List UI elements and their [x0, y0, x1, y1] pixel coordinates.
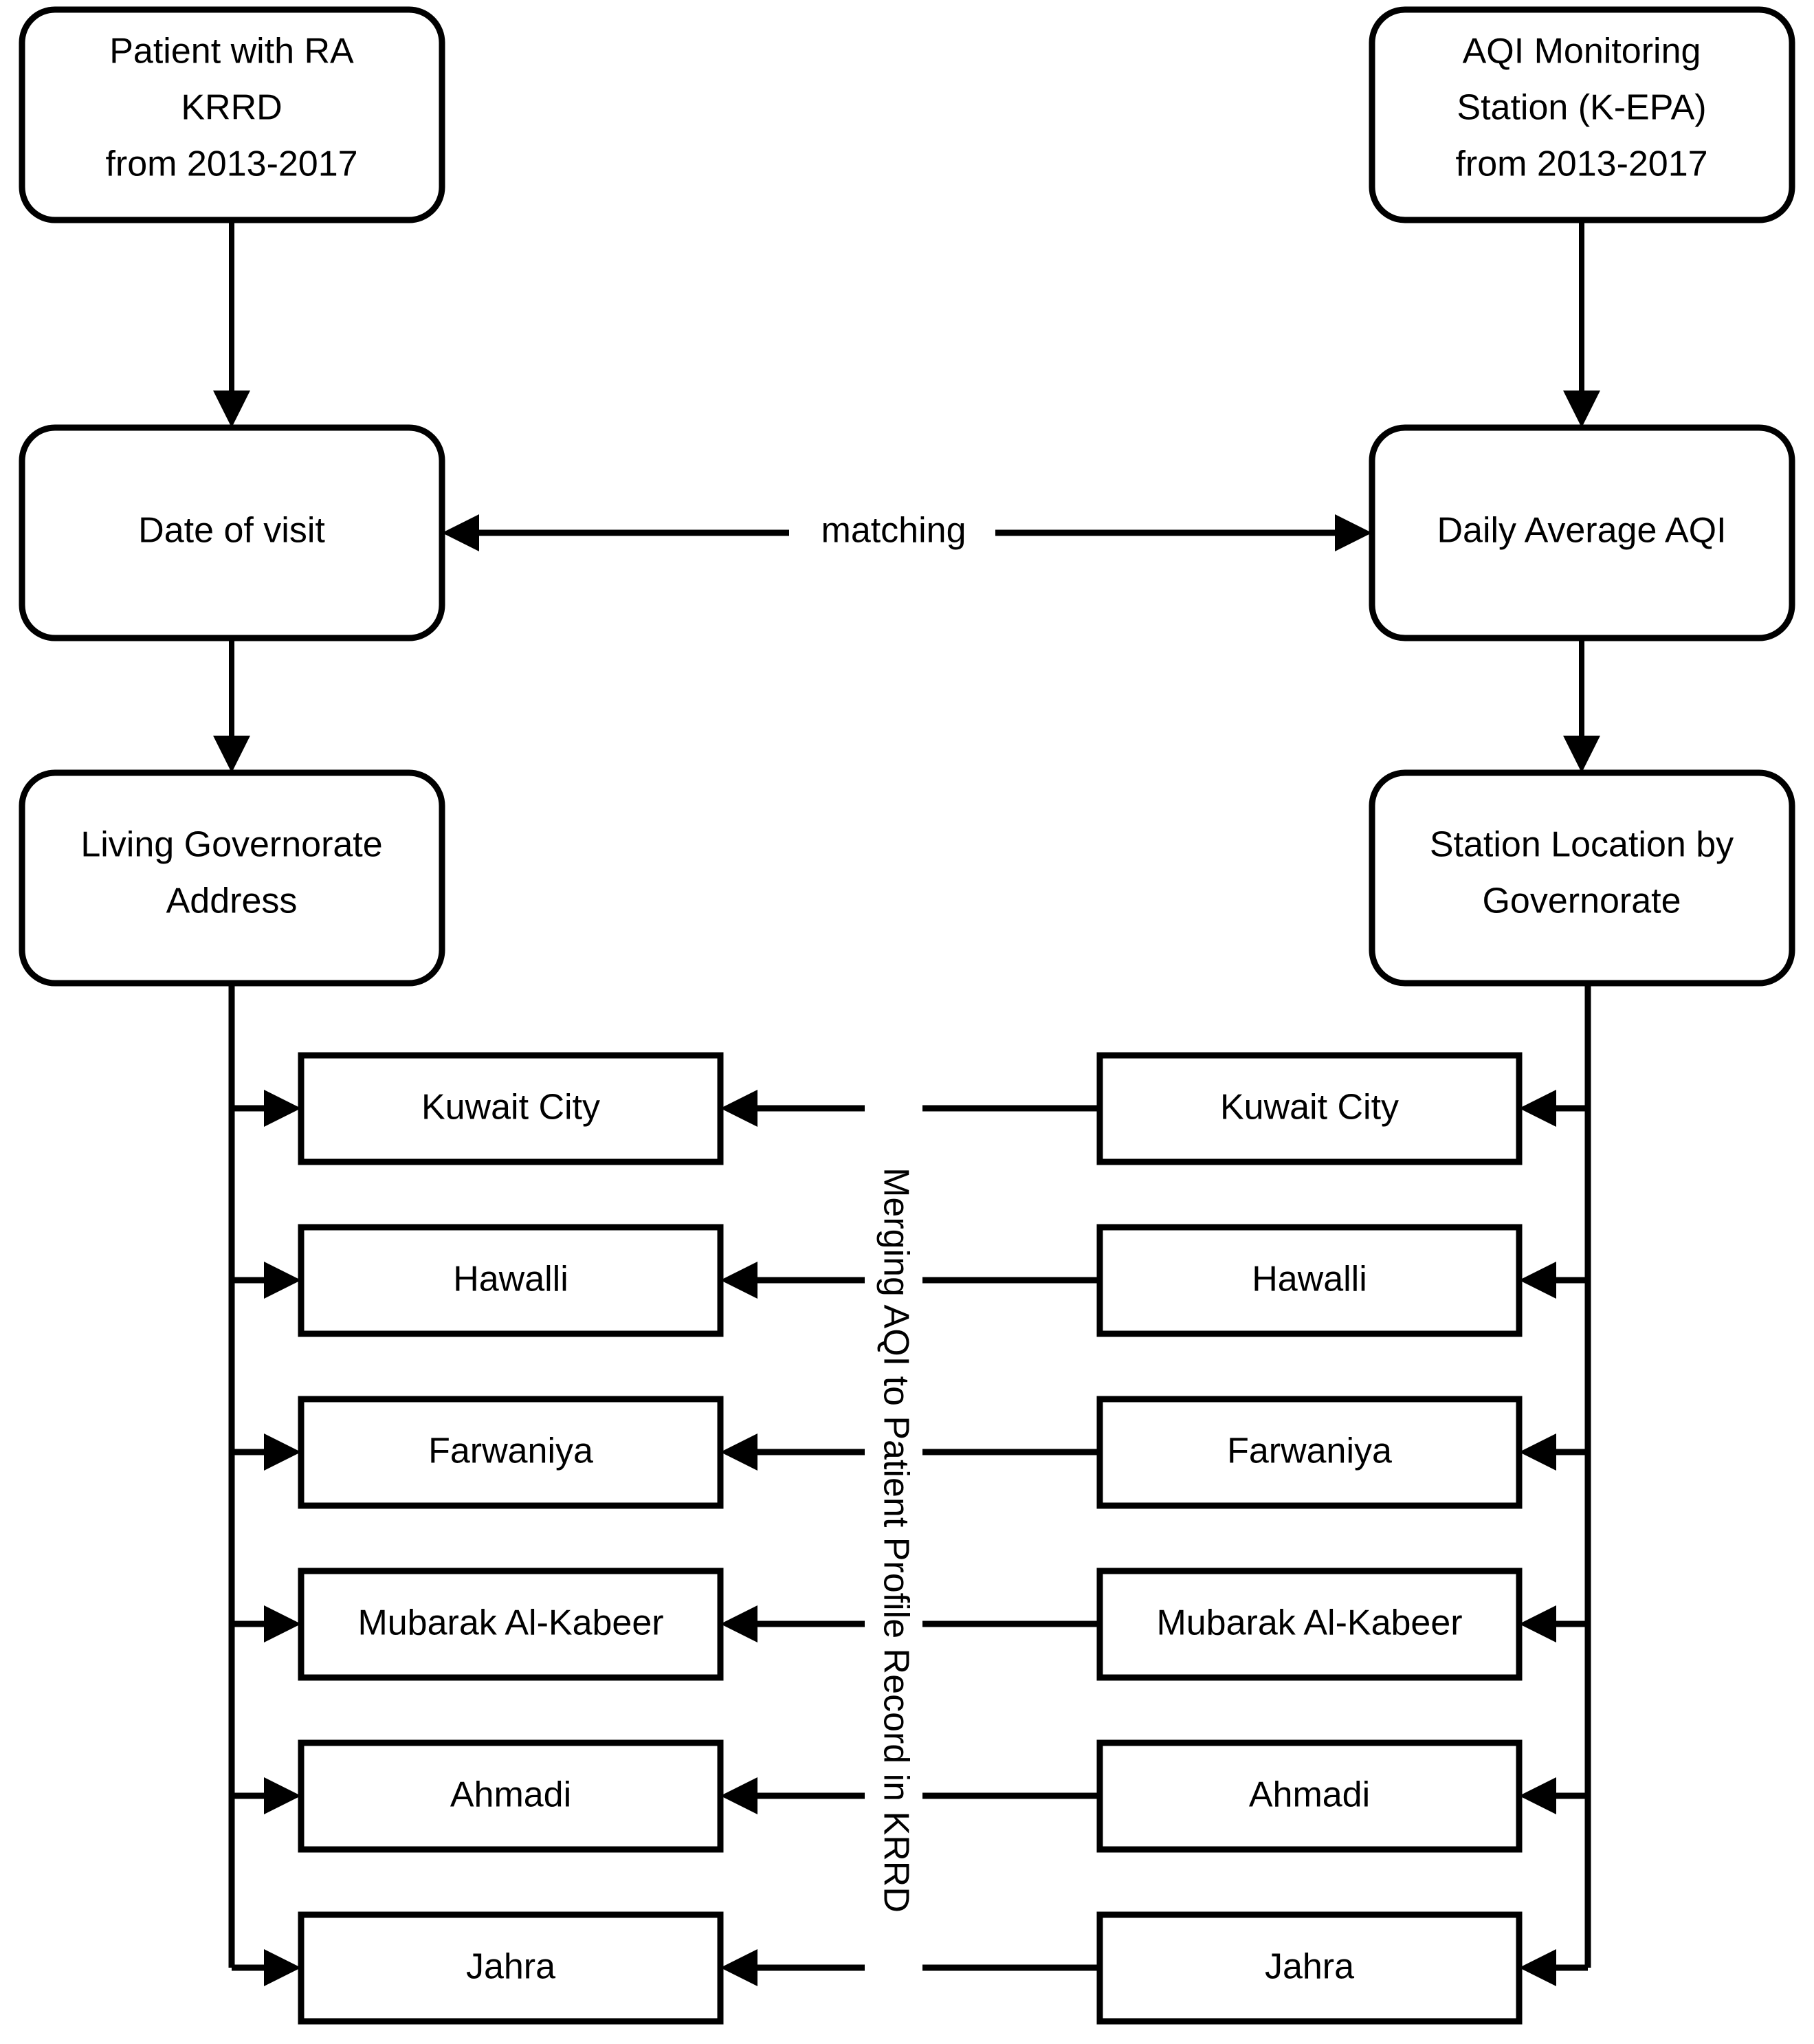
left-governorate-box[interactable] [298, 1224, 724, 1337]
arrowhead-left-icon [1519, 1433, 1556, 1471]
governorate-row: Jahra Jahra [232, 1911, 1588, 2025]
right-governorate-box[interactable] [1096, 1911, 1523, 2025]
arrowhead-down-icon [213, 391, 250, 428]
arrowhead-left-icon [442, 514, 479, 551]
arrowhead-left-icon [1519, 1262, 1556, 1299]
node-living-governorate-address-shape [19, 769, 445, 987]
arrowhead-right-icon [264, 1777, 301, 1814]
arrowhead-right-icon [264, 1433, 301, 1471]
node-patient-source-line-2: KRRD [181, 88, 282, 128]
arrowhead-down-icon [213, 736, 250, 773]
right-governorate-label: Farwaniya [1227, 1431, 1392, 1471]
arrowhead-left-icon [1519, 1605, 1556, 1642]
arrowhead-left-icon [720, 1262, 757, 1299]
arrowhead-right-icon [264, 1949, 301, 1986]
node-patient-source[interactable]: Patient with RA KRRD from 2013-2017 [19, 6, 445, 223]
left-governorate-box[interactable] [298, 1911, 724, 2025]
node-patient-source-line-3: from 2013-2017 [105, 144, 357, 184]
left-governorate-label: Jahra [466, 1947, 555, 1987]
node-station-location-governorate[interactable]: Station Location by Governorate [1369, 769, 1795, 987]
arrowhead-down-icon [1563, 736, 1600, 773]
right-governorate-label: Ahmadi [1249, 1775, 1370, 1815]
arrowhead-left-icon [720, 1605, 757, 1642]
node-daily-average-aqi-label: Daily Average AQI [1437, 511, 1726, 551]
edge-date-to-address [213, 638, 250, 773]
node-station-location-governorate-line-1: Station Location by [1430, 825, 1734, 865]
node-date-of-visit[interactable]: Date of visit [19, 424, 445, 641]
arrowhead-left-icon [1519, 1777, 1556, 1814]
node-aqi-station-source-line-1: AQI Monitoring [1463, 32, 1701, 72]
left-governorate-label: Kuwait City [421, 1088, 600, 1128]
governorate-row: Kuwait City Kuwait City [232, 1052, 1588, 1165]
right-governorate-box[interactable] [1096, 1739, 1523, 1853]
arrowhead-left-icon [720, 1777, 757, 1814]
right-governorate-label: Kuwait City [1220, 1088, 1399, 1128]
edge-matching-bidirectional: matching [442, 511, 1372, 551]
node-living-governorate-address[interactable]: Living Governorate Address [19, 769, 445, 987]
arrowhead-right-icon [1335, 514, 1372, 551]
arrowhead-left-icon [1519, 1090, 1556, 1127]
edge-matching-label: matching [821, 511, 966, 551]
right-governorate-box[interactable] [1096, 1396, 1523, 1509]
arrowhead-right-icon [264, 1262, 301, 1299]
left-governorate-box[interactable] [298, 1052, 724, 1165]
arrowhead-left-icon [1519, 1949, 1556, 1986]
right-governorate-label: Hawalli [1252, 1260, 1367, 1299]
node-patient-source-line-1: Patient with RA [109, 32, 354, 72]
arrowhead-down-icon [1563, 391, 1600, 428]
arrowhead-right-icon [264, 1090, 301, 1127]
node-living-governorate-address-line-1: Living Governorate [80, 825, 382, 865]
left-governorate-label: Farwaniya [428, 1431, 593, 1471]
left-governorate-box[interactable] [298, 1396, 724, 1509]
arrowhead-left-icon [720, 1090, 757, 1127]
node-date-of-visit-label: Date of visit [138, 511, 325, 551]
governorate-row: Mubarak Al-Kabeer Mubarak Al-Kabeer [232, 1568, 1588, 1681]
left-governorate-box[interactable] [298, 1568, 724, 1681]
node-aqi-station-source[interactable]: AQI Monitoring Station (K-EPA) from 2013… [1369, 6, 1795, 223]
governorate-row: Farwaniya Farwaniya [232, 1396, 1588, 1509]
left-governorate-box[interactable] [298, 1739, 724, 1853]
edge-station-to-daily-aqi [1563, 220, 1600, 428]
node-aqi-station-source-line-3: from 2013-2017 [1455, 144, 1707, 184]
node-station-location-governorate-line-2: Governorate [1482, 881, 1681, 921]
arrowhead-left-icon [720, 1433, 757, 1471]
governorate-row: Hawalli Hawalli [232, 1224, 1588, 1337]
arrowhead-left-icon [720, 1949, 757, 1986]
arrowhead-right-icon [264, 1605, 301, 1642]
right-governorate-label: Jahra [1265, 1947, 1354, 1987]
left-governorate-label: Mubarak Al-Kabeer [357, 1603, 663, 1643]
node-living-governorate-address-line-2: Address [166, 881, 298, 921]
right-governorate-box[interactable] [1096, 1224, 1523, 1337]
governorate-row: Ahmadi Ahmadi [232, 1739, 1588, 1853]
edge-daily-aqi-to-station-location [1563, 638, 1600, 773]
edge-merging-label: Merging AQI to Patient Profile Record in… [876, 1167, 916, 1913]
node-aqi-station-source-line-2: Station (K-EPA) [1457, 88, 1706, 128]
node-station-location-governorate-shape [1369, 769, 1795, 987]
left-governorate-label: Hawalli [453, 1260, 568, 1299]
edge-patient-to-date [213, 220, 250, 428]
left-governorate-label: Ahmadi [450, 1775, 571, 1815]
right-governorate-box[interactable] [1096, 1052, 1523, 1165]
edge-merging-label-group: Merging AQI to Patient Profile Record in… [876, 1167, 916, 1913]
right-governorate-box[interactable] [1096, 1568, 1523, 1681]
right-governorate-label: Mubarak Al-Kabeer [1156, 1603, 1462, 1643]
node-daily-average-aqi[interactable]: Daily Average AQI [1369, 424, 1795, 641]
